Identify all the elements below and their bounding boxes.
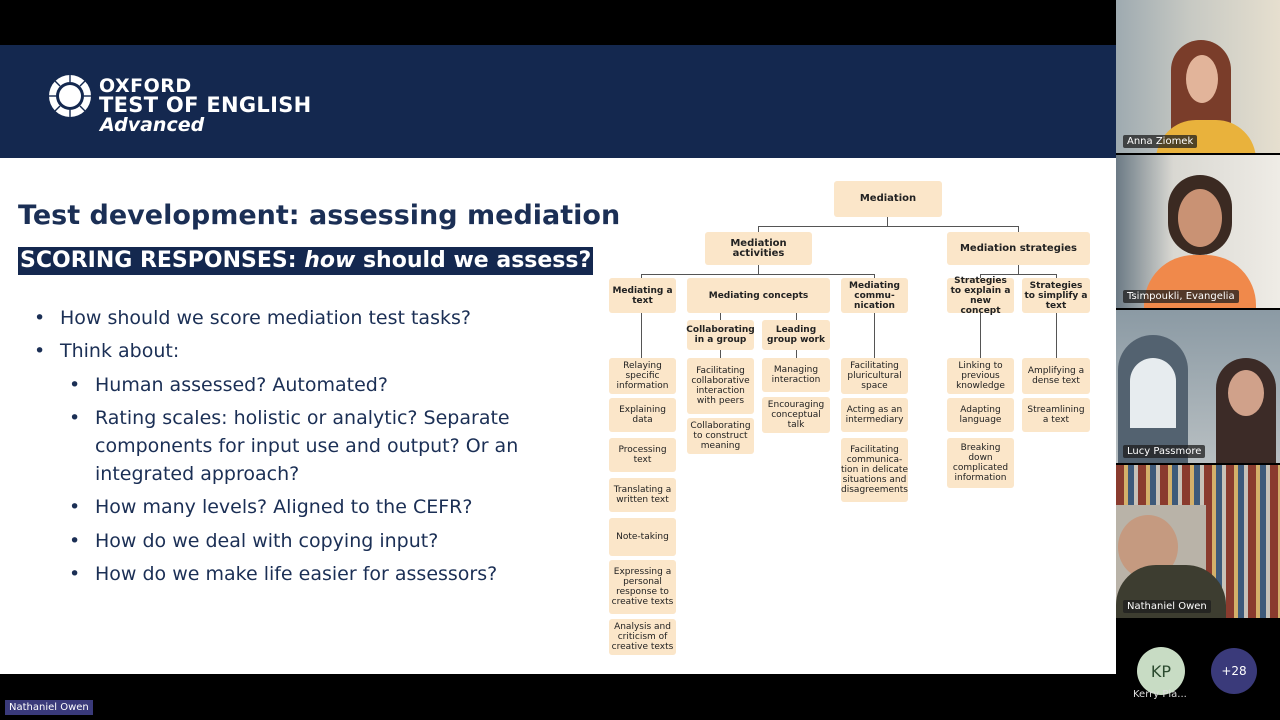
diagram-leading-group: Leading group work: [762, 320, 830, 350]
oxford-logo-icon: [49, 75, 91, 117]
diagram-activities: Mediation activities: [705, 232, 812, 265]
diagram-item: Facilitating pluricultural space: [841, 358, 908, 394]
slide-subtitle: SCORING RESPONSES: how should we assess?: [18, 247, 594, 275]
bullet-item: •How should we score mediation test task…: [34, 307, 471, 329]
diagram-item: Managing interaction: [762, 358, 830, 392]
diagram-item: Acting as an intermediary: [841, 398, 908, 432]
arch-window: [1130, 358, 1176, 428]
participant-video-tile[interactable]: Lucy Passmore: [1116, 310, 1280, 463]
diagram-root: Mediation: [834, 181, 942, 217]
diagram-mediating-communication: Mediating commu-nication: [841, 278, 908, 313]
participant-name-label: Anna Ziomek: [1123, 135, 1198, 148]
diagram-item: Translating a written text: [609, 478, 676, 512]
diagram-item: Linking to previous knowledge: [947, 358, 1014, 394]
diagram-item: Facilitating collaborative interaction w…: [687, 358, 754, 414]
slide-banner: OXFORD TEST OF ENGLISH Advanced: [0, 45, 1116, 158]
diagram-explain-concept: Strategies to explain a new concept: [947, 276, 1014, 316]
active-speaker-label: Nathaniel Owen: [5, 700, 93, 715]
participant-name-label: Nathaniel Owen: [1123, 600, 1211, 613]
diagram-simplify-text: Strategies to simplify a text: [1022, 278, 1090, 313]
sub-bullet-item: •How many levels? Aligned to the CEFR?: [69, 496, 473, 518]
participant-name-label: Tsimpoukli, Evangelia: [1123, 290, 1239, 303]
participant-video-tile[interactable]: Tsimpoukli, Evangelia: [1116, 155, 1280, 308]
diagram-item: Explaining data: [609, 398, 676, 432]
more-participants-button[interactable]: +28: [1211, 648, 1257, 694]
presentation-slide: OXFORD TEST OF ENGLISH Advanced Test dev…: [0, 45, 1116, 674]
diagram-item: Analysis and criticism of creative texts: [609, 619, 676, 655]
logo-text-oxford: OXFORD: [99, 75, 192, 97]
diagram-item: Relaying specific information: [609, 358, 676, 394]
participant-avatar-name: Kerry Pla...: [1133, 689, 1187, 700]
diagram-mediating-concepts: Mediating concepts: [687, 278, 830, 313]
logo-text-advanced: Advanced: [100, 114, 205, 136]
participant-video-tile[interactable]: Nathaniel Owen: [1116, 465, 1280, 618]
mediation-diagram: Mediation Mediation activities Mediation…: [0, 45, 1116, 674]
diagram-item: Processing text: [609, 438, 676, 472]
diagram-item: Breaking down complicated information: [947, 438, 1014, 488]
sub-bullet-item: •Human assessed? Automated?: [69, 374, 388, 396]
diagram-item: Expressing a personal response to creati…: [609, 560, 676, 614]
sub-bullet-item: •How do we make life easier for assessor…: [69, 563, 498, 585]
diagram-collab-group: Collaborating in a group: [686, 320, 755, 350]
participant-face: [1228, 370, 1264, 416]
bullet-item: •Think about:: [34, 340, 180, 362]
diagram-item: Note-taking: [609, 518, 676, 556]
sub-bullet-item: •How do we deal with copying input?: [69, 530, 439, 552]
diagram-item: Amplifying a dense text: [1022, 358, 1090, 394]
subtitle-emphasis: how: [304, 248, 356, 273]
logo-text-test-of-english: TEST OF ENGLISH: [99, 93, 312, 117]
diagram-item: Collaborating to construct meaning: [687, 418, 754, 454]
participant-face: [1186, 55, 1218, 103]
diagram-item: Adapting language: [947, 398, 1014, 432]
slide-title: Test development: assessing mediation: [18, 200, 621, 231]
diagram-strategies: Mediation strategies: [947, 232, 1090, 265]
diagram-item: Streamlining a text: [1022, 398, 1090, 432]
sub-bullet-item: •Rating scales: holistic or analytic? Se…: [69, 407, 519, 485]
subtitle-post: should we assess?: [355, 248, 592, 273]
diagram-item: Encouraging conceptual talk: [762, 397, 830, 433]
diagram-item: Facilitating communica-tion in delicate …: [841, 438, 908, 502]
subtitle-pre: SCORING RESPONSES:: [20, 248, 305, 273]
participant-name-label: Lucy Passmore: [1123, 445, 1206, 458]
participant-avatar[interactable]: KP: [1137, 647, 1185, 695]
diagram-mediating-text: Mediating a text: [609, 278, 676, 313]
participant-face: [1178, 189, 1222, 247]
participant-video-tile[interactable]: Anna Ziomek: [1116, 0, 1280, 153]
